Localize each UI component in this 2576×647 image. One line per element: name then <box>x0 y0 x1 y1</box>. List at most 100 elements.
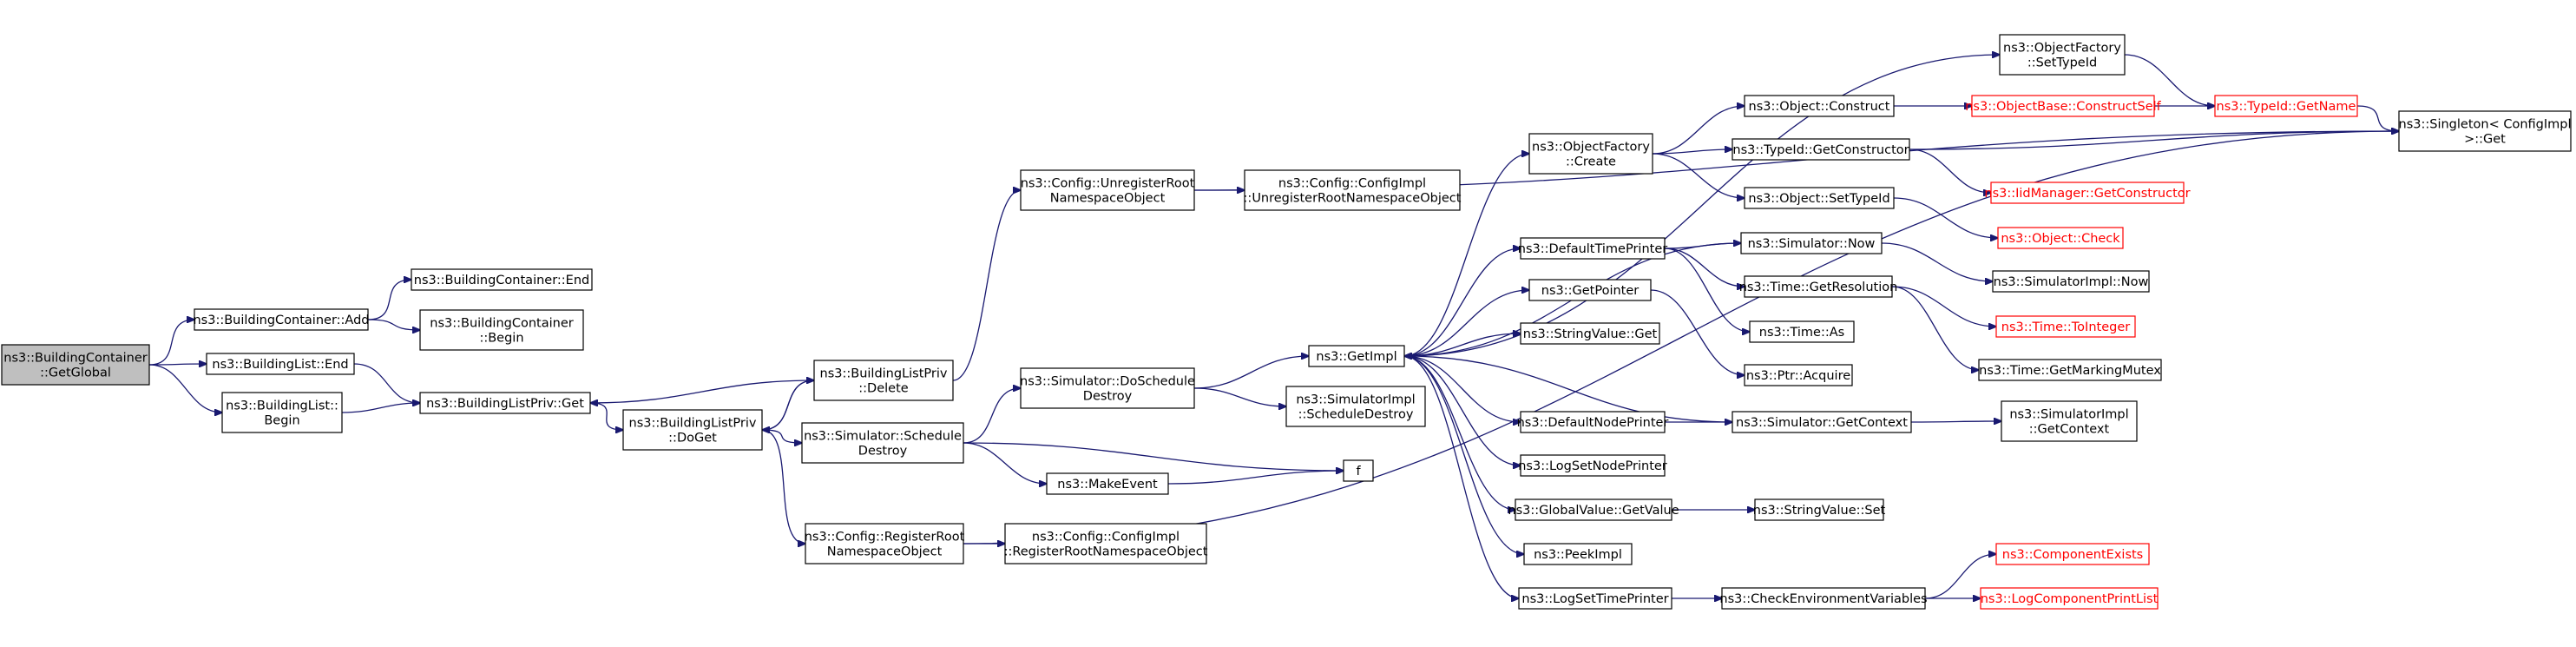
node-dtp[interactable]: ns3::DefaultTimePrinter <box>1518 237 1667 260</box>
node-lsnp[interactable]: ns3::LogSetNodePrinter <box>1518 454 1667 477</box>
node-label: NamespaceObject <box>827 545 943 559</box>
edge-getimpl-to-getpointer <box>1403 290 1529 357</box>
node-of-settid[interactable]: ns3::ObjectFactory::SetTypeId <box>1999 34 2126 76</box>
node-label: ns3::GetImpl <box>1316 350 1396 364</box>
node-box <box>1523 543 1633 565</box>
edge-sim_getctx-to-getimpl <box>1404 356 1733 423</box>
node-simi-getctx[interactable]: ns3::SimulatorImpl::GetContext <box>2001 400 2138 442</box>
node-bc-add[interactable]: ns3::BuildingContainer::Add <box>193 308 370 331</box>
node-label: ns3::PeekImpl <box>1534 548 1622 562</box>
node-cfg-reg[interactable]: ns3::Config::RegisterRootNamespaceObject <box>805 523 965 564</box>
node-bl-end[interactable]: ns3::BuildingList::End <box>206 353 355 375</box>
node-box <box>1749 320 1855 343</box>
node-box <box>1020 169 1195 211</box>
node-ptr-acquire[interactable]: ns3::Ptr::Acquire <box>1744 364 1853 386</box>
node-tid-getctor[interactable]: ns3::TypeId::GetConstructor <box>1732 138 1910 161</box>
node-sim-now[interactable]: ns3::Simulator::Now <box>1740 232 1883 254</box>
node-box <box>1520 237 1666 260</box>
edge-blp_delete-to-blp_get <box>590 380 815 403</box>
node-label: ns3::StringValue::Set <box>1753 504 1886 518</box>
node-label: ns3::ObjectFactory <box>2003 42 2121 56</box>
node-label: ::RegisterRootNamespaceObject <box>1004 545 1208 559</box>
node-box <box>1978 359 2162 381</box>
node-of-create[interactable]: ns3::ObjectFactory::Create <box>1528 133 1653 175</box>
node-blp-doget[interactable]: ns3::BuildingListPriv::DoGet <box>622 409 763 451</box>
node-sv-set[interactable]: ns3::StringValue::Set <box>1753 498 1886 521</box>
node-ob-constructself[interactable]: ns3::ObjectBase::ConstructSelf <box>1965 95 2162 117</box>
node-time-as[interactable]: ns3::Time::As <box>1749 320 1855 343</box>
edge-make_event-to-f <box>1167 471 1344 485</box>
node-cfgi-reg[interactable]: ns3::Config::ConfigImpl::RegisterRootNam… <box>1004 523 1208 564</box>
node-root[interactable]: ns3::BuildingContainer::GetGlobal <box>1 344 150 386</box>
node-label: ns3::BuildingContainer <box>3 352 147 366</box>
node-box <box>1744 275 1893 298</box>
node-label: ns3::Time::ToInteger <box>2001 320 2130 334</box>
node-lcpl[interactable]: ns3::LogComponentPrintList <box>1980 587 2159 610</box>
node-iid-getctor[interactable]: ns3::IidManager::GetConstructor <box>1984 182 2191 204</box>
node-box <box>1754 498 1884 521</box>
node-box <box>1992 270 2150 293</box>
node-make-event[interactable]: ns3::MakeEvent <box>1046 472 1169 495</box>
node-label: Begin <box>264 414 299 428</box>
node-label: ns3::StringValue::Get <box>1523 327 1658 341</box>
node-getpointer[interactable]: ns3::GetPointer <box>1528 279 1652 301</box>
node-peekimpl[interactable]: ns3::PeekImpl <box>1523 543 1633 565</box>
node-time-getres[interactable]: ns3::Time::GetResolution <box>1739 275 1898 298</box>
edge-dtp-to-time_getres <box>1664 248 1745 287</box>
node-label: ::DoGet <box>668 432 717 446</box>
node-label: >::Get <box>2464 133 2506 147</box>
edge-tid_getctor-to-singleton_get <box>1909 131 2399 150</box>
node-box <box>1 344 150 386</box>
node-obj-check[interactable]: ns3::Object::Check <box>1997 227 2124 249</box>
node-comp-exists[interactable]: ns3::ComponentExists <box>1995 543 2150 565</box>
node-box <box>411 268 593 291</box>
edge-sim_sched-to-make_event <box>963 442 1047 484</box>
node-dnp[interactable]: ns3::DefaultNodePrinter <box>1517 411 1669 433</box>
node-label: ns3::Simulator::GetContext <box>1736 416 1908 430</box>
node-label: ns3::SimulatorImpl <box>2009 408 2128 422</box>
node-bc-begin[interactable]: ns3::BuildingContainer::Begin <box>419 309 584 351</box>
node-blp-get[interactable]: ns3::BuildingListPriv::Get <box>419 392 591 414</box>
edge-tid_getname-to-singleton_get <box>2356 105 2399 131</box>
node-label: ns3::DefaultNodePrinter <box>1517 416 1669 430</box>
node-cev[interactable]: ns3::CheckEnvironmentVariables <box>1719 587 1928 610</box>
node-label: ::GetContext <box>2029 423 2110 437</box>
edge-getimpl-to-dnp <box>1403 355 1521 422</box>
node-box <box>1343 459 1374 482</box>
node-sim-getctx[interactable]: ns3::Simulator::GetContext <box>1732 411 1912 433</box>
node-f[interactable]: f <box>1343 459 1374 482</box>
node-label: ns3::GetPointer <box>1541 284 1640 298</box>
node-simi-sched[interactable]: ns3::SimulatorImpl::ScheduleDestroy <box>1285 386 1426 427</box>
node-label: ns3::BuildingContainer::Add <box>193 314 369 327</box>
node-bc-end[interactable]: ns3::BuildingContainer::End <box>411 268 593 291</box>
node-box <box>1528 279 1652 301</box>
node-label: ns3::Simulator::DoSchedule <box>1020 375 1195 389</box>
node-time-toint[interactable]: ns3::Time::ToInteger <box>1995 315 2136 338</box>
node-sv-get[interactable]: ns3::StringValue::Get <box>1520 322 1660 345</box>
node-cfgi-unreg[interactable]: ns3::Config::ConfigImpl::UnregisterRootN… <box>1244 169 1462 211</box>
node-simi-now[interactable]: ns3::SimulatorImpl::Now <box>1992 270 2150 293</box>
node-obj-settid[interactable]: ns3::Object::SetTypeId <box>1744 187 1895 209</box>
node-time-getmm[interactable]: ns3::Time::GetMarkingMutex <box>1978 359 2162 381</box>
edge-time_getres-to-time_toint <box>1891 286 1996 327</box>
node-box <box>622 409 763 451</box>
node-getimpl[interactable]: ns3::GetImpl <box>1308 345 1405 367</box>
node-lstp[interactable]: ns3::LogSetTimePrinter <box>1518 587 1672 610</box>
node-singleton-get[interactable]: ns3::Singleton< ConfigImpl>::Get <box>2398 110 2572 152</box>
node-cfg-unreg[interactable]: ns3::Config::UnregisterRootNamespaceObje… <box>1020 169 1195 211</box>
node-blp-delete[interactable]: ns3::BuildingListPriv::Delete <box>813 360 954 401</box>
node-box <box>1744 364 1853 386</box>
node-label: ns3::Config::RegisterRoot <box>805 531 965 545</box>
node-obj-construct[interactable]: ns3::Object::Construct <box>1744 95 1895 117</box>
node-sim-sched[interactable]: ns3::Simulator::ScheduleDestroy <box>801 422 964 464</box>
node-label: ::UnregisterRootNamespaceObject <box>1244 192 1462 206</box>
node-box <box>221 392 343 433</box>
node-label: ns3::Object::Check <box>2001 232 2120 246</box>
edges <box>148 55 2399 598</box>
node-bl-begin[interactable]: ns3::BuildingList::Begin <box>221 392 343 433</box>
node-box <box>805 523 964 564</box>
node-gv-getvalue[interactable]: ns3::GlobalValue::GetValue <box>1508 498 1679 521</box>
node-label: ns3::Simulator::Schedule <box>804 430 962 444</box>
node-tid-getname[interactable]: ns3::TypeId::GetName <box>2214 95 2358 117</box>
